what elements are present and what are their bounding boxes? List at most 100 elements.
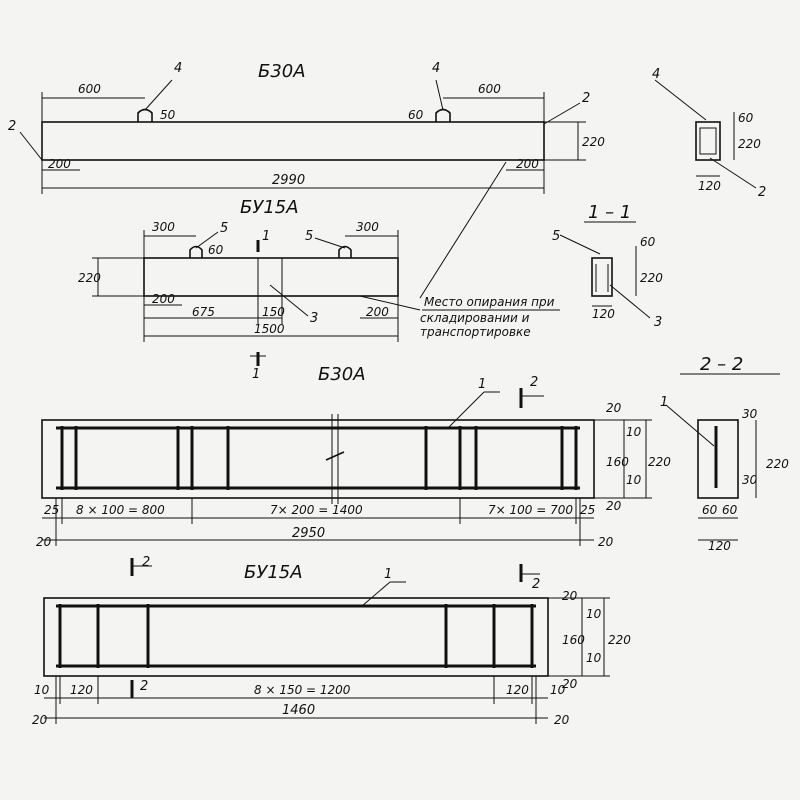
b30a-hook-left-leader — [144, 79, 173, 111]
b30a-reinf-stirrups — [60, 426, 578, 490]
by15a-reinf-dim-end-right: 10 — [550, 683, 566, 697]
b30a-reinf-dim-end-left: 25 — [44, 503, 59, 517]
b30a-dim-support-right: 200 — [516, 157, 539, 171]
by15a-reinf-dim-cover-top: 20 — [562, 589, 578, 603]
b30a-top-view: Б30А 4 4 2 2 600 600 50 60 220 200 — [8, 61, 605, 194]
section-1-1-dim-top: 60 — [640, 235, 656, 249]
by15a-reinf-dim-first-right: 120 — [506, 683, 529, 697]
section-1-1-dim-width: 120 — [592, 307, 615, 321]
by15a-beam-body — [143, 257, 399, 297]
b30a-dim-hook-height-left: 50 — [160, 108, 176, 122]
end-view-body — [695, 121, 721, 161]
by15a-hook-right — [338, 245, 352, 258]
b30a-reinforcement-view: Б30А 1 2 20 10 — [36, 364, 671, 549]
b30a-hook-right — [435, 108, 451, 122]
b30a-hook-left — [137, 108, 153, 122]
section-1-1-dim-height: 220 — [640, 271, 663, 285]
b30a-top-title: Б30А — [258, 61, 306, 82]
by15a-hook-left-leader — [195, 231, 219, 249]
by15a-reinf-dim-cover-bottom: 20 — [562, 677, 578, 691]
by15a-dim-insert-width: 150 — [262, 305, 285, 319]
by15a-reinforcement-view: 2 БУ15А 2 1 20 10 160 10 20 220 — [32, 555, 631, 727]
by15a-hook-right-leader — [314, 237, 346, 249]
section-2-2-title: 2 – 2 — [700, 354, 743, 375]
by15a-mark-section-cut-bottom: 1 — [252, 367, 260, 382]
b30a-reinf-outline — [41, 419, 595, 499]
b30a-end-view: 4 2 60 220 120 — [652, 67, 766, 200]
section-2-2-dim-half-right: 60 — [722, 503, 738, 517]
b30a-reinf-dim-inner-height: 160 — [606, 455, 629, 469]
section-1-1-insert-leader — [609, 284, 651, 319]
by15a-top-title: БУ15А — [240, 197, 299, 218]
b30a-reinf-dim-spacing-right: 7× 100 = 700 — [488, 503, 573, 517]
b30a-dim-hook-height-right: 60 — [408, 108, 424, 122]
support-note-line: Место опирания при — [424, 295, 555, 309]
end-view-dim-top: 60 — [738, 111, 754, 125]
section-2-2-dim-bottom: 30 — [742, 473, 758, 487]
b30a-reinf-break-mark — [325, 451, 345, 461]
by15a-mark-section-cut: 1 — [262, 229, 270, 244]
by15a-reinf-mark-frame: 1 — [384, 567, 392, 582]
b30a-reinf-dim-inner-top: 10 — [626, 425, 642, 439]
end-view-mark-hook: 4 — [652, 67, 660, 82]
by15a-reinf-stirrups — [58, 604, 534, 668]
by15a-insert-leader — [269, 284, 309, 317]
end-view-mark-end: 2 — [758, 185, 766, 200]
support-note-leader-by15a — [359, 295, 421, 311]
b30a-reinf-mark-cut: 2 — [530, 375, 538, 390]
b30a-mark-end-left: 2 — [8, 119, 16, 134]
by15a-reinf-mark-cut-right: 2 — [532, 577, 540, 592]
by15a-reinf-dim-cover-left: 20 — [32, 713, 48, 727]
b30a-reinf-dim-cover-left: 20 — [36, 535, 52, 549]
by15a-reinf-dim-cover-right: 20 — [554, 713, 570, 727]
by15a-dim-height: 220 — [78, 271, 101, 285]
by15a-reinf-dim-inner-bottom: 10 — [586, 651, 602, 665]
section-1-1: 1 – 1 5 3 60 220 120 — [552, 202, 663, 330]
by15a-reinf-dim-spacing: 8 × 150 = 1200 — [254, 683, 351, 697]
section-2-2-frame-leader — [665, 404, 715, 447]
section-1-1-mark-hook: 5 — [552, 229, 560, 244]
by15a-dim-support-right: 200 — [366, 305, 389, 319]
support-note: Место опирания при складировании и транс… — [359, 161, 560, 339]
section-2-2: 2 – 2 1 30 30 220 60 60 120 — [660, 354, 789, 553]
by15a-reinf-dim-inner-height: 160 — [562, 633, 585, 647]
support-note-line: транспортировке — [420, 325, 531, 339]
section-1-1-title: 1 – 1 — [588, 202, 631, 223]
support-note-leader-b30a — [419, 161, 507, 299]
b30a-reinf-dim-spacing-mid: 7× 200 = 1400 — [270, 503, 363, 517]
b30a-reinf-dim-height: 220 — [648, 455, 671, 469]
b30a-mark-hook-left: 4 — [174, 61, 182, 76]
end-view-dim-width: 120 — [698, 179, 721, 193]
section-2-2-body — [697, 419, 739, 499]
by15a-dim-hook-height: 60 — [208, 243, 224, 257]
b30a-reinf-dim-spacing-left: 8 × 100 = 800 — [76, 503, 165, 517]
b30a-dim-support-left: 200 — [48, 157, 71, 171]
by15a-dim-hook-offset-left: 300 — [152, 220, 175, 234]
b30a-reinf-dim-cover-bottom: 20 — [606, 499, 622, 513]
by15a-reinf-dim-inner-top: 10 — [586, 607, 602, 621]
by15a-mark-hook-left: 5 — [220, 221, 228, 236]
b30a-mark-hook-right: 4 — [432, 61, 440, 76]
by15a-top-view: БУ15А 5 5 1 300 300 60 220 200 200 675 — [78, 197, 399, 382]
by15a-reinf-dim-height: 220 — [608, 633, 631, 647]
b30a-dim-height: 220 — [582, 135, 605, 149]
section-1-1-hook-leader — [559, 234, 601, 255]
by15a-reinf-frame-leader — [361, 581, 391, 607]
section-1-1-body — [591, 257, 613, 297]
support-note-line: складировании и — [420, 311, 530, 325]
b30a-reinf-dim-end-right: 25 — [580, 503, 595, 517]
b30a-reinf-title: Б30А — [318, 364, 366, 385]
b30a-beam-body — [41, 121, 545, 161]
section-1-1-mark-insert: 3 — [654, 315, 662, 330]
by15a-reinf-mark-cut-bottom: 2 — [140, 679, 148, 694]
b30a-dim-hook-offset-left: 600 — [78, 82, 101, 96]
b30a-dim-hook-offset-right: 600 — [478, 82, 501, 96]
b30a-end-right-leader — [543, 102, 581, 125]
section-2-2-dim-half-left: 60 — [702, 503, 718, 517]
by15a-mark-hook-right: 5 — [305, 229, 313, 244]
by15a-reinf-dim-frame-length: 1460 — [282, 703, 315, 718]
by15a-reinf-mark-cut-left: 2 — [142, 555, 150, 570]
section-2-2-dim-top: 30 — [742, 407, 758, 421]
by15a-reinf-dim-first-left: 120 — [70, 683, 93, 697]
